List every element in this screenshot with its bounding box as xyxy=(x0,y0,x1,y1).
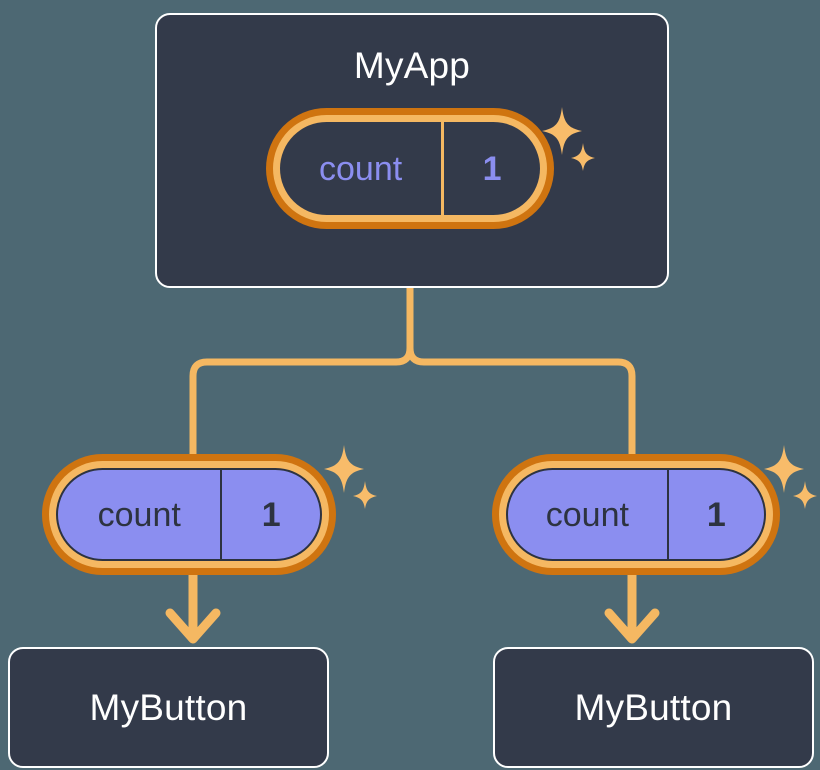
state-pill-ring: count 1 xyxy=(273,115,547,222)
state-pill-body: count 1 xyxy=(280,122,540,215)
state-value-label: 1 xyxy=(441,122,540,215)
state-value-label: 1 xyxy=(666,470,764,559)
component-card-mybutton-right[interactable]: MyButton xyxy=(493,647,814,768)
state-pill-body: count 1 xyxy=(56,468,322,561)
state-pill-ring: count 1 xyxy=(49,461,329,568)
connector-tree-right xyxy=(406,282,636,458)
arrow-left xyxy=(165,575,221,644)
state-key-label: count xyxy=(319,149,403,188)
component-card-mybutton-left[interactable]: MyButton xyxy=(8,647,329,768)
state-key-label: count xyxy=(545,495,629,534)
state-key-label: count xyxy=(97,495,181,534)
state-value-label: 1 xyxy=(220,470,320,559)
component-label: MyButton xyxy=(574,687,733,728)
state-pill-myapp[interactable]: count 1 xyxy=(266,108,554,229)
state-pill-ring: count 1 xyxy=(499,461,773,568)
state-pill-left[interactable]: count 1 xyxy=(42,454,336,575)
connector-tree xyxy=(189,282,414,458)
state-pill-right[interactable]: count 1 xyxy=(492,454,780,575)
page-title: MyApp xyxy=(353,45,471,86)
component-label: MyButton xyxy=(89,687,248,728)
arrow-right xyxy=(604,575,660,644)
state-pill-body: count 1 xyxy=(506,468,766,561)
